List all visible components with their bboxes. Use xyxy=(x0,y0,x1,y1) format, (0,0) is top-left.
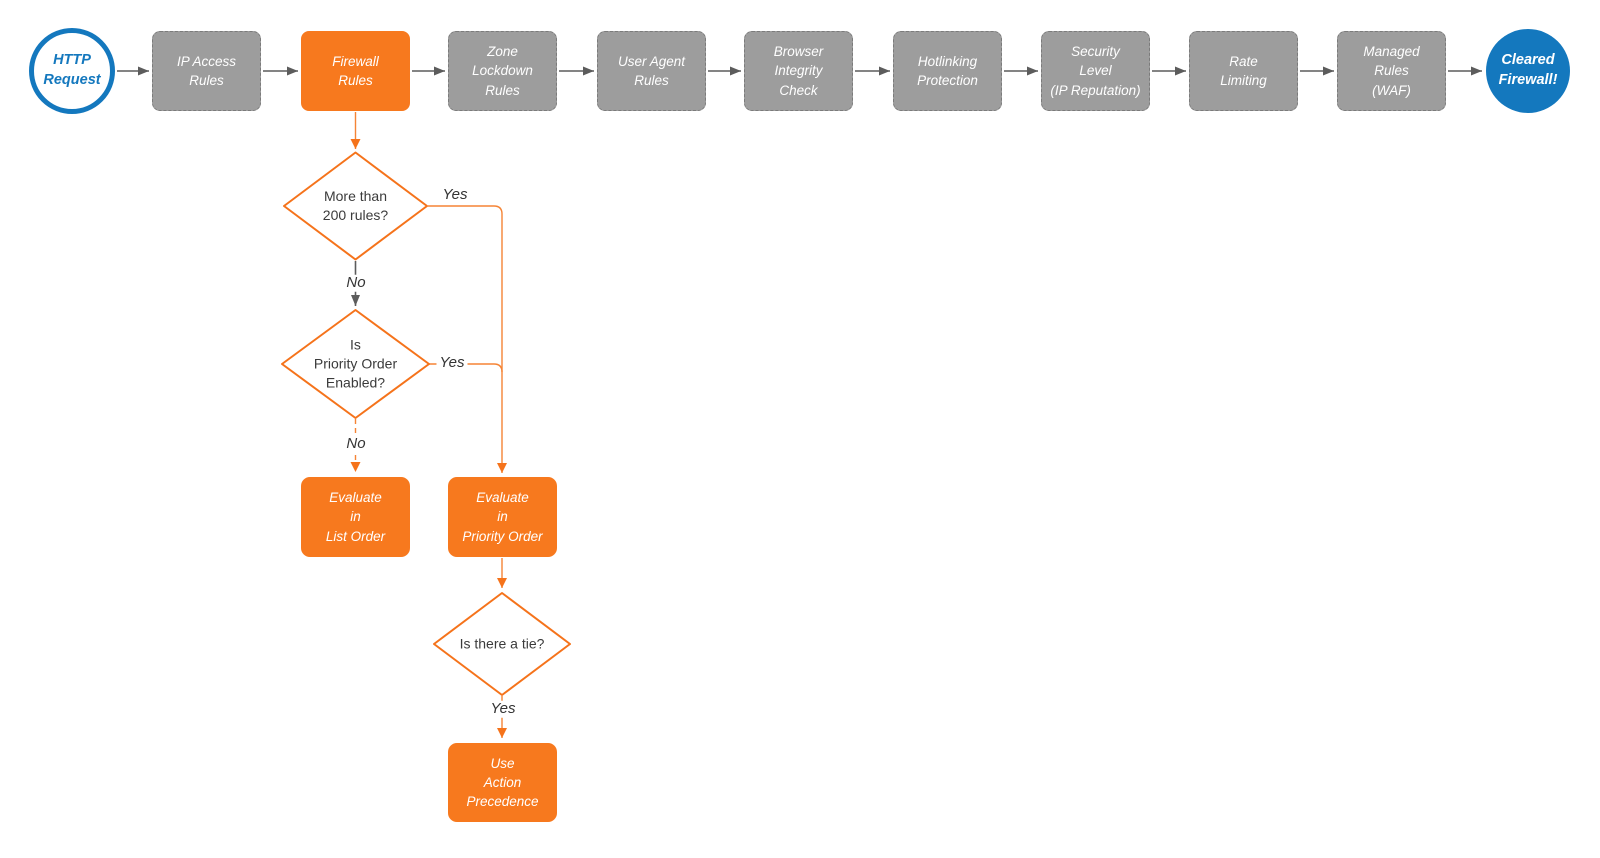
node-managed-rules-waf: Managed Rules (WAF) xyxy=(1337,31,1446,111)
node-label: Cleared Firewall! xyxy=(1498,52,1558,88)
node-label: Managed Rules (WAF) xyxy=(1363,44,1420,98)
node-label: Zone Lockdown Rules xyxy=(472,44,533,98)
node-hotlinking-protection: Hotlinking Protection xyxy=(893,31,1002,111)
node-evaluate-in-list-order: Evaluate in List Order xyxy=(301,477,410,557)
decision-priority-order-enabled-shape xyxy=(281,309,430,419)
node-label: Rate Limiting xyxy=(1220,53,1267,88)
node-label: Hotlinking Protection xyxy=(917,53,978,88)
node-label: HTTP Request xyxy=(43,52,101,88)
node-label: Use Action Precedence xyxy=(466,755,539,810)
edge-label-decision2-yes: Yes xyxy=(436,354,468,372)
node-evaluate-in-priority-order: Evaluate in Priority Order xyxy=(448,477,557,557)
node-cleared-firewall: Cleared Firewall! xyxy=(1486,29,1570,113)
node-security-level-ip-reputation: Security Level (IP Reputation) xyxy=(1041,31,1150,111)
node-http-request: HTTP Request xyxy=(29,28,115,114)
connector-decision2-yes xyxy=(429,363,503,373)
edge-label-decision3-yes: Yes xyxy=(487,700,519,718)
edge-label-decision1-yes: Yes xyxy=(439,186,471,204)
node-label: Evaluate in List Order xyxy=(325,490,386,544)
decision-is-there-a-tie-shape xyxy=(433,592,571,696)
decision-more-than-200-rules-label: More than 200 rules? xyxy=(322,188,389,223)
node-label: IP Access Rules xyxy=(176,53,237,88)
node-browser-integrity-check: Browser Integrity Check xyxy=(744,31,853,111)
node-label: Evaluate in Priority Order xyxy=(462,490,543,544)
node-user-agent-rules: User Agent Rules xyxy=(597,31,706,111)
connector-decision1-yes xyxy=(428,205,507,473)
decision-is-there-a-tie-label: Is there a tie? xyxy=(459,635,545,652)
edge-label-decision1-no: No xyxy=(343,274,369,292)
edge-label-decision2-no: No xyxy=(343,435,369,453)
node-firewall-rules: Firewall Rules xyxy=(301,31,410,111)
node-use-action-precedence: Use Action Precedence xyxy=(448,743,557,822)
decision-more-than-200-rules-shape xyxy=(283,151,428,261)
node-zone-lockdown-rules: Zone Lockdown Rules xyxy=(448,31,557,111)
node-label: Browser Integrity Check xyxy=(773,44,824,98)
node-label: Security Level (IP Reputation) xyxy=(1050,44,1141,98)
node-rate-limiting: Rate Limiting xyxy=(1189,31,1298,111)
node-ip-access-rules: IP Access Rules xyxy=(152,31,261,111)
node-label: Firewall Rules xyxy=(332,53,379,88)
node-label: User Agent Rules xyxy=(617,53,686,88)
decision-priority-order-enabled-label: Is Priority Order Enabled? xyxy=(313,336,398,391)
